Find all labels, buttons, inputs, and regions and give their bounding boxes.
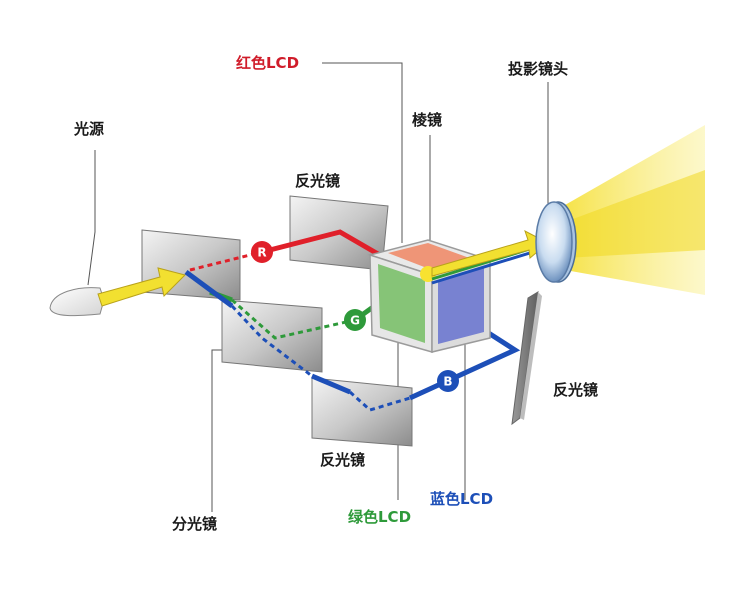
projection-lens [535, 201, 577, 283]
callout-splitter [211, 349, 228, 512]
callout-red-lcd [322, 62, 403, 243]
mirror-right [511, 291, 542, 426]
combined-output-beam [431, 229, 549, 285]
green-lcd-panel [378, 264, 425, 343]
label-green-lcd: 绿色LCD [348, 508, 412, 526]
label-mirror-right: 反光镜 [553, 381, 599, 399]
label-mirror-bottom: 反光镜 [320, 451, 366, 469]
mirror-bottom [311, 377, 413, 447]
projected-light-beam [565, 125, 705, 295]
svg-text:B: B [443, 375, 452, 389]
label-red-lcd: 红色LCD [236, 54, 300, 72]
splitter-front [221, 299, 323, 373]
badge-green: G [344, 309, 366, 331]
badge-red: R [251, 241, 273, 263]
label-light-source: 光源 [74, 120, 105, 138]
blue-lcd-panel [438, 268, 484, 344]
svg-text:G: G [350, 314, 360, 328]
light-source-bulb [49, 287, 105, 317]
label-blue-lcd: 蓝色LCD [430, 490, 494, 508]
svg-text:R: R [257, 246, 266, 260]
callout-light-source [87, 150, 96, 286]
label-splitter: 分光镜 [172, 515, 218, 533]
splitter-back [141, 229, 241, 301]
callout-lines [87, 62, 549, 512]
label-projection-lens: 投影镜头 [508, 60, 569, 78]
badge-blue: B [437, 370, 459, 392]
red-channel-path [189, 229, 380, 272]
source-light-arrow [97, 267, 186, 307]
label-prism: 棱镜 [412, 111, 443, 129]
label-mirror-top: 反光镜 [295, 172, 341, 190]
